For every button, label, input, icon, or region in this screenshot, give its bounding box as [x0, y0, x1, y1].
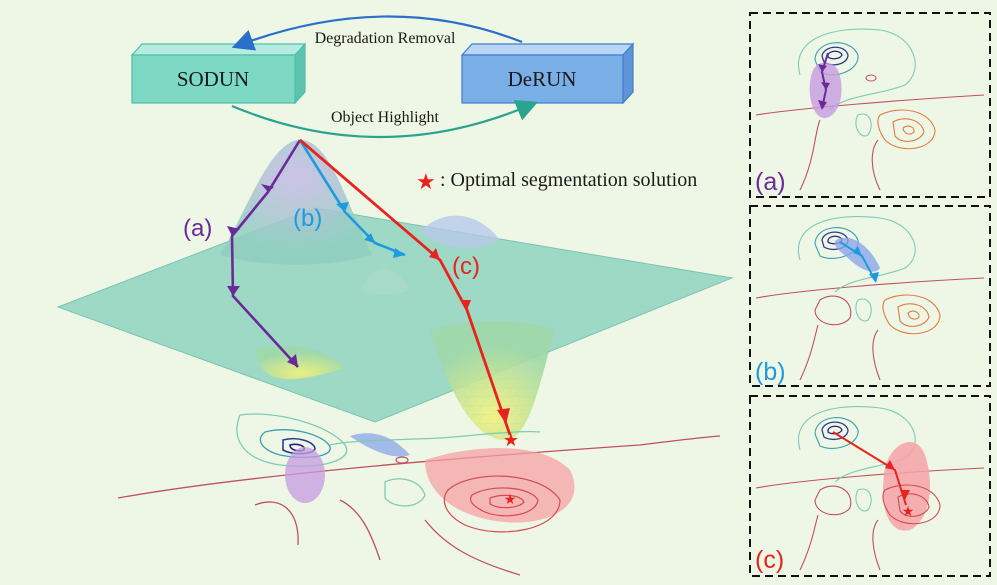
legend-text: : Optimal segmentation solution — [440, 169, 697, 191]
object-highlight-arrow — [231, 100, 539, 139]
legend-star-icon: ★ — [416, 169, 436, 194]
degradation-removal-arrow — [231, 15, 523, 51]
panel-c-label: (c) — [755, 546, 784, 574]
path-c-label: (c) — [452, 253, 480, 280]
legend: ★ : Optimal segmentation solution — [416, 169, 697, 194]
sodun-module: SODUN — [130, 42, 307, 105]
panel-c-star-icon: ★ — [902, 505, 915, 520]
path-a — [227, 139, 302, 368]
derun-module: DeRUN — [460, 42, 635, 105]
panel-a: (a) — [749, 12, 991, 198]
panel-b: (b) — [749, 205, 991, 387]
projected-contour: ★ — [117, 413, 721, 576]
sodun-label: SODUN — [177, 67, 249, 91]
optimum-star-icon: ★ — [503, 430, 519, 450]
path-a-label: (a) — [183, 215, 212, 242]
object-highlight-label: Object Highlight — [331, 109, 440, 126]
panel-a-label: (a) — [755, 168, 786, 196]
loss-surface — [56, 140, 734, 440]
panel-b-label: (b) — [755, 358, 786, 386]
contour-star-icon: ★ — [504, 493, 517, 508]
path-b — [298, 139, 406, 258]
degradation-removal-label: Degradation Removal — [315, 30, 456, 47]
derun-label: DeRUN — [508, 67, 577, 91]
path-c — [299, 138, 512, 436]
path-b-label: (b) — [293, 205, 322, 232]
panel-c: ★ (c) — [749, 395, 991, 577]
